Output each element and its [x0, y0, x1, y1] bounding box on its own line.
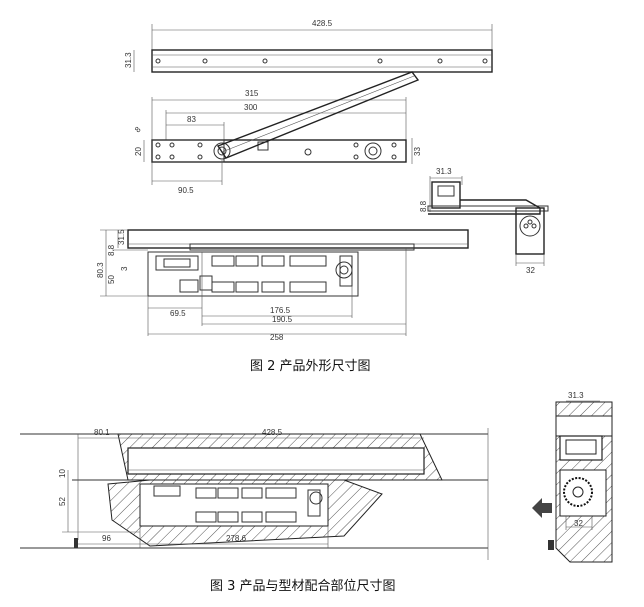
dim-83: 83 [187, 115, 196, 124]
figure3-caption: 图 3 产品与型材配合部位尺寸图 [210, 579, 396, 594]
dim-31-5: 31.5 [117, 229, 126, 245]
dim-428-5: 428.5 [312, 19, 333, 28]
arrow-icon [532, 498, 552, 518]
dim-20: 20 [134, 147, 143, 156]
figure2-side-view: 31.3 8.8 32 [419, 167, 549, 275]
figure2-front-view: 31.5 8.8 80.3 50 3 69.5 176.5 190.5 258 [96, 229, 469, 342]
dim-32-f3: 32 [574, 519, 583, 528]
dim-315: 315 [245, 89, 259, 98]
dim-side-32: 32 [526, 266, 535, 275]
figure3-section-view: 80.1 428.5 10 52 96 278.6 [20, 428, 489, 560]
figure3-side-section: 31.3 32 [532, 391, 613, 563]
dim-69-5: 69.5 [170, 309, 186, 318]
dim-31-3: 31.3 [124, 52, 133, 68]
dim-8: 8 [133, 125, 143, 135]
figure2-top-view: 428.5 31.3 [124, 19, 493, 73]
dim-258: 258 [270, 333, 284, 342]
dim-side-31-3-f3: 31.3 [568, 391, 584, 400]
dim-80-3: 80.3 [96, 262, 105, 278]
dim-side-8-8: 8.8 [419, 200, 428, 212]
dim-190-5: 190.5 [272, 315, 293, 324]
dim-3: 3 [120, 266, 129, 271]
dim-50: 50 [107, 275, 116, 284]
figure2-arm-view: 315 300 83 8 20 33 90.5 [133, 71, 422, 195]
dim-428-5-f3: 428.5 [262, 428, 283, 437]
dim-side-31-3: 31.3 [436, 167, 452, 176]
figure2-caption: 图 2 产品外形尺寸图 [250, 359, 371, 374]
dim-278-6: 278.6 [226, 534, 247, 543]
dim-80-1: 80.1 [94, 428, 110, 437]
dim-176-5: 176.5 [270, 306, 291, 315]
dim-300: 300 [244, 103, 258, 112]
dim-10: 10 [58, 469, 67, 478]
dim-f-8-8: 8.8 [107, 244, 116, 256]
dim-33: 33 [413, 147, 422, 156]
dim-90-5: 90.5 [178, 186, 194, 195]
dim-52: 52 [58, 497, 67, 506]
dim-96: 96 [102, 534, 111, 543]
